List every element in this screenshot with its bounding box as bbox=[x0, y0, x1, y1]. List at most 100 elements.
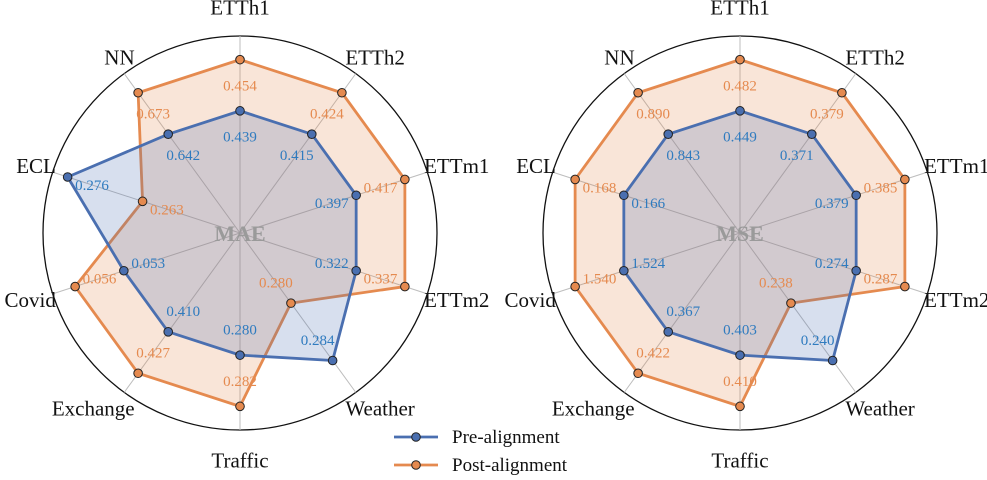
point-post-alignment-ettm2 bbox=[400, 281, 410, 292]
legend-label-post-alignment: Post-alignment bbox=[452, 455, 568, 476]
value-label-post-alignment-covid: 0.056 bbox=[83, 272, 117, 288]
radar-spoke-weather bbox=[739, 232, 857, 393]
point-pre-alignment-nn bbox=[663, 129, 674, 139]
point-pre-alignment-exchange bbox=[163, 327, 174, 337]
value-label-pre-alignment-ecl: 0.166 bbox=[631, 196, 665, 212]
radar-spoke-ettm1 bbox=[239, 171, 428, 234]
point-pre-alignment-weather bbox=[827, 355, 838, 366]
category-label-ecl: ECL bbox=[16, 154, 56, 178]
category-label-ettm2: ETTm2 bbox=[924, 288, 987, 312]
value-label-pre-alignment-ettm2: 0.322 bbox=[315, 256, 349, 272]
value-label-post-alignment-exchange: 0.427 bbox=[136, 346, 170, 362]
point-post-alignment-covid bbox=[570, 281, 580, 292]
category-label-etth1: ETTh1 bbox=[710, 0, 769, 19]
point-pre-alignment-etth2 bbox=[306, 129, 317, 139]
value-label-post-alignment-etth2: 0.379 bbox=[810, 106, 844, 122]
point-post-alignment-exchange bbox=[133, 368, 143, 379]
value-label-post-alignment-ettm1: 0.417 bbox=[364, 180, 398, 196]
value-label-post-alignment-weather: 0.280 bbox=[259, 275, 293, 291]
value-label-post-alignment-ecl: 0.168 bbox=[583, 180, 617, 196]
radar-spoke-covid bbox=[552, 232, 741, 295]
value-label-pre-alignment-etth1: 0.449 bbox=[723, 129, 757, 145]
radar-spoke-exchange bbox=[123, 232, 241, 393]
center-label-mse: MSE bbox=[716, 221, 764, 246]
radar-spoke-exchange bbox=[623, 232, 741, 393]
point-post-alignment-ettm1 bbox=[400, 174, 410, 185]
point-post-alignment-nn bbox=[633, 87, 643, 98]
category-label-traffic: Traffic bbox=[711, 449, 768, 473]
value-label-post-alignment-traffic: 0.410 bbox=[723, 374, 757, 390]
category-label-exchange: Exchange bbox=[552, 396, 635, 420]
radar-spoke-ettm2 bbox=[239, 232, 428, 295]
point-post-alignment-ecl bbox=[137, 196, 148, 207]
value-label-pre-alignment-etth2: 0.415 bbox=[280, 148, 314, 164]
value-label-pre-alignment-ettm1: 0.397 bbox=[315, 196, 349, 212]
point-pre-alignment-traffic bbox=[735, 350, 745, 360]
category-label-weather: Weather bbox=[845, 396, 914, 420]
value-label-post-alignment-traffic: 0.282 bbox=[223, 374, 257, 390]
legend-marker-pre-alignment bbox=[411, 432, 421, 442]
value-label-pre-alignment-exchange: 0.410 bbox=[166, 304, 200, 320]
value-label-pre-alignment-etth1: 0.439 bbox=[223, 129, 257, 145]
category-label-etth1: ETTh1 bbox=[210, 0, 269, 19]
point-pre-alignment-exchange bbox=[663, 327, 674, 337]
radar-spoke-covid bbox=[52, 232, 241, 295]
point-post-alignment-etth1 bbox=[735, 54, 745, 65]
point-pre-alignment-weather bbox=[327, 355, 338, 366]
value-label-pre-alignment-ettm2: 0.274 bbox=[815, 256, 849, 272]
category-label-nn: NN bbox=[104, 46, 134, 70]
point-pre-alignment-ettm2 bbox=[851, 265, 861, 276]
category-label-ecl: ECL bbox=[516, 154, 556, 178]
value-label-pre-alignment-weather: 0.284 bbox=[301, 333, 335, 349]
value-label-pre-alignment-nn: 0.843 bbox=[666, 148, 700, 164]
value-label-post-alignment-weather: 0.238 bbox=[759, 275, 793, 291]
value-label-post-alignment-etth1: 0.482 bbox=[723, 78, 757, 94]
point-post-alignment-traffic bbox=[735, 401, 745, 412]
point-post-alignment-ettm1 bbox=[900, 174, 910, 185]
point-post-alignment-traffic bbox=[235, 401, 245, 412]
category-label-nn: NN bbox=[604, 46, 634, 70]
category-label-etth2: ETTh2 bbox=[845, 46, 904, 70]
point-post-alignment-ettm2 bbox=[900, 281, 910, 292]
point-pre-alignment-ettm1 bbox=[351, 190, 361, 201]
point-post-alignment-etth2 bbox=[837, 87, 847, 98]
category-label-weather: Weather bbox=[345, 396, 414, 420]
value-label-pre-alignment-etth2: 0.371 bbox=[780, 148, 814, 164]
point-pre-alignment-covid bbox=[619, 265, 629, 276]
point-pre-alignment-ecl bbox=[62, 172, 73, 182]
point-post-alignment-weather bbox=[286, 298, 296, 308]
value-label-pre-alignment-weather: 0.240 bbox=[801, 333, 835, 349]
point-pre-alignment-etth2 bbox=[806, 129, 817, 139]
value-label-pre-alignment-ecl: 0.276 bbox=[75, 178, 109, 194]
category-label-covid: Covid bbox=[505, 288, 557, 312]
point-pre-alignment-ettm2 bbox=[351, 265, 361, 276]
point-post-alignment-nn bbox=[133, 87, 143, 98]
point-pre-alignment-ecl bbox=[619, 190, 629, 201]
value-label-post-alignment-nn: 0.673 bbox=[136, 106, 170, 122]
radar-spoke-nn bbox=[623, 73, 741, 234]
legend-label-pre-alignment: Pre-alignment bbox=[452, 427, 560, 448]
point-pre-alignment-covid bbox=[119, 265, 129, 276]
value-label-post-alignment-ettm2: 0.287 bbox=[864, 272, 898, 288]
point-pre-alignment-etth1 bbox=[235, 106, 245, 116]
value-label-pre-alignment-covid: 1.524 bbox=[631, 256, 665, 272]
radar-spoke-ettm2 bbox=[739, 232, 928, 295]
category-label-exchange: Exchange bbox=[52, 396, 135, 420]
value-label-post-alignment-etth2: 0.424 bbox=[310, 106, 344, 122]
value-label-post-alignment-etth1: 0.454 bbox=[223, 78, 257, 94]
value-label-pre-alignment-nn: 0.642 bbox=[166, 148, 200, 164]
legend-item-pre-alignment: Pre-alignment bbox=[394, 427, 560, 448]
radar-spoke-etth2 bbox=[239, 73, 357, 234]
value-label-post-alignment-ettm2: 0.337 bbox=[364, 272, 398, 288]
point-pre-alignment-traffic bbox=[235, 350, 245, 360]
point-post-alignment-etth1 bbox=[235, 54, 245, 65]
category-label-ettm2: ETTm2 bbox=[424, 288, 489, 312]
category-label-ettm1: ETTm1 bbox=[924, 154, 987, 178]
radar-spoke-etth2 bbox=[739, 73, 857, 234]
value-label-post-alignment-covid: 1.540 bbox=[583, 272, 617, 288]
center-label-mae: MAE bbox=[214, 221, 265, 246]
value-label-pre-alignment-traffic: 0.280 bbox=[223, 323, 257, 339]
legend-item-post-alignment: Post-alignment bbox=[394, 455, 568, 476]
radar-spoke-weather bbox=[239, 232, 357, 393]
